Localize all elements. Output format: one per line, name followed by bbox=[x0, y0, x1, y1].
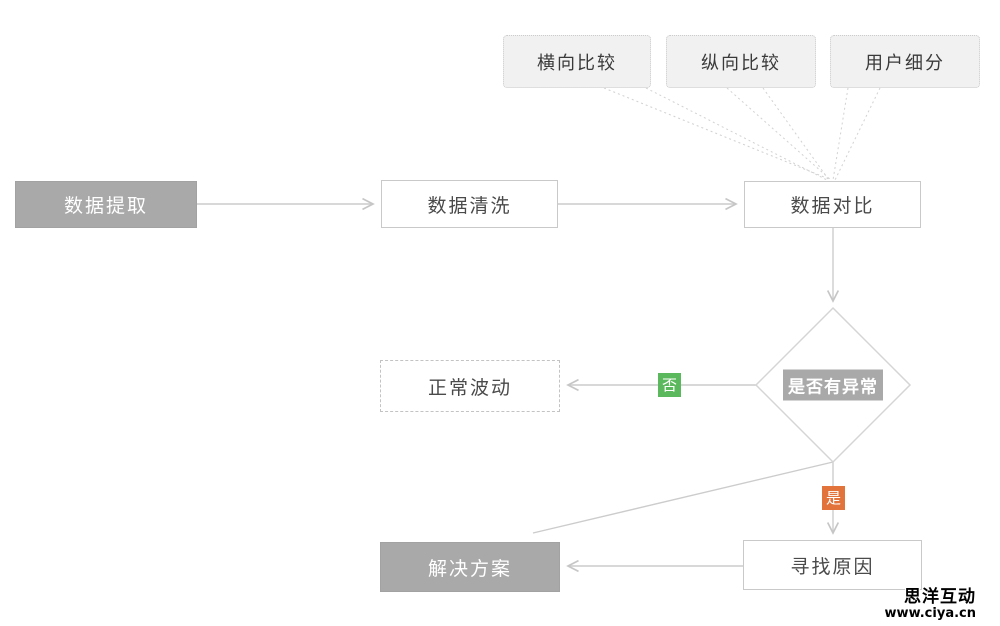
watermark-url: www.ciya.cn bbox=[884, 606, 976, 622]
node-find-cause: 寻找原因 bbox=[743, 540, 922, 590]
node-label: 数据提取 bbox=[63, 195, 148, 217]
node-data-clean: 数据清洗 bbox=[381, 180, 558, 228]
node-normal-fluctuation: 正常波动 bbox=[380, 360, 560, 412]
node-label: 解决方案 bbox=[427, 557, 512, 580]
callout-vertical-compare: 纵向比较 bbox=[666, 35, 816, 88]
node-label: 数据对比 bbox=[790, 195, 875, 217]
node-solution: 解决方案 bbox=[380, 542, 560, 592]
callout-label: 纵向比较 bbox=[701, 52, 781, 74]
connector-decision-cause bbox=[532, 461, 834, 534]
callout-horizontal-compare: 横向比较 bbox=[503, 35, 651, 88]
branch-label-no: 否 bbox=[658, 373, 681, 397]
node-data-compare: 数据对比 bbox=[744, 181, 921, 228]
decision-label: 是否有异常 bbox=[783, 369, 883, 401]
node-label: 正常波动 bbox=[427, 376, 512, 399]
watermark: 思洋互动 www.ciya.cn bbox=[884, 586, 976, 622]
branch-label-yes: 是 bbox=[822, 486, 845, 510]
node-label: 寻找原因 bbox=[790, 555, 875, 578]
callout-user-segment: 用户细分 bbox=[830, 35, 980, 88]
callout-connector-lines bbox=[603, 87, 881, 181]
watermark-brand: 思洋互动 bbox=[904, 586, 976, 607]
callout-label: 横向比较 bbox=[537, 52, 617, 74]
callout-label: 用户细分 bbox=[865, 52, 945, 74]
node-label: 数据清洗 bbox=[427, 194, 512, 217]
node-data-extract: 数据提取 bbox=[15, 181, 197, 228]
